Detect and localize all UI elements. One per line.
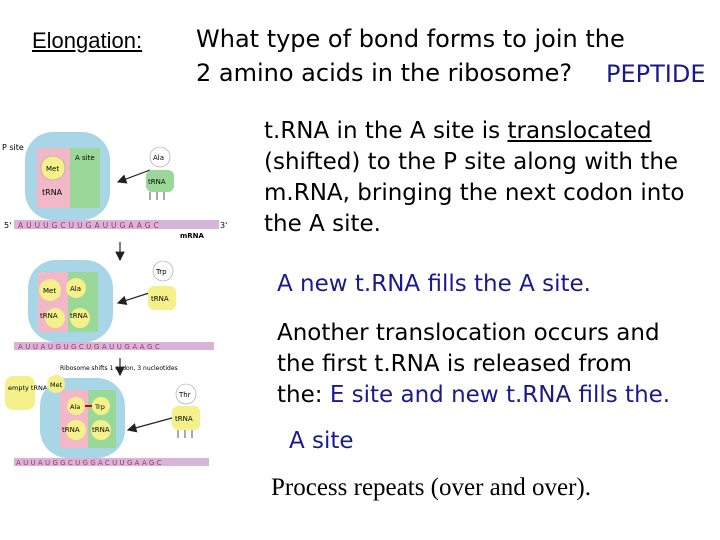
amino-acid-ala-2 xyxy=(66,278,86,298)
empty-trna-blob xyxy=(5,376,35,410)
trna-thr-free xyxy=(172,406,200,430)
arrow-3 xyxy=(126,417,173,433)
mrna-sequence-2: AUUAUGUGCUGAUUGAAGC xyxy=(18,343,162,351)
trna-label-3a: tRNA xyxy=(62,426,80,434)
amino-acid-met-3 xyxy=(47,375,65,393)
a-site-region-1 xyxy=(70,148,100,208)
slide-heading: Elongation: xyxy=(32,28,143,53)
another-line-1: Another translocation occurs and xyxy=(277,320,660,346)
translocation-paragraph: t.RNA in the A site is translocated (shi… xyxy=(264,116,684,240)
thr-label: Thr xyxy=(178,391,191,399)
another-translocation-paragraph: Another translocation occurs and the fir… xyxy=(277,318,670,411)
diagram-panel-3: empty tRNA Met Ala Trp tRNA tRNA Thr tRN… xyxy=(5,375,209,467)
trna-trp-free xyxy=(148,286,176,310)
thr-trna-label: tRNA xyxy=(175,415,193,423)
mrna-label: mRNA xyxy=(180,232,205,240)
trp-trna-label: tRNA xyxy=(151,295,169,303)
trna-label-2a: tRNA xyxy=(40,312,58,320)
trna-blob-3b xyxy=(91,420,111,440)
trna-label-2b: tRNA xyxy=(70,312,88,320)
met-label-3: Met xyxy=(50,381,63,389)
mrna-sequence-1: AUUUGCUUGAUUGAAGC xyxy=(18,221,162,230)
another-line-2: the first t.RNA is released from xyxy=(277,351,632,377)
anticodon-ticks-1 xyxy=(149,192,165,200)
question-line-1: What type of bond forms to join the xyxy=(196,25,625,53)
mrna-strand-1 xyxy=(14,220,219,229)
arrow-1 xyxy=(116,169,151,184)
trna-blob-1 xyxy=(45,308,65,328)
amino-acid-met-2 xyxy=(39,279,61,301)
amino-acid-met-1 xyxy=(40,155,66,181)
amino-acid-trp-free xyxy=(152,260,174,282)
five-prime-label: 5' xyxy=(4,221,11,230)
another-line-3: the: E site and new t.RNA fills the. xyxy=(277,382,671,408)
trna-label-3b: tRNA xyxy=(92,426,110,434)
trna-blob-3a xyxy=(66,420,86,440)
a-site-answer: A site xyxy=(289,428,354,454)
amino-acid-ala-free xyxy=(149,146,171,168)
mrna-strand-2 xyxy=(14,342,214,350)
diagram-panel-1: P site A site Met tRNA Ala tRNA 5' AUUUG… xyxy=(2,132,227,240)
translocation-line-3: m.RNA, bringing the next codon into xyxy=(264,180,685,206)
translocation-line-2: (shifted) to the P site along with the xyxy=(264,149,679,175)
trna-ala-free xyxy=(146,170,174,192)
ala-label-1: Ala xyxy=(153,154,164,162)
mrna-sequence-3: AUUAUGGCUGGACUUGAAGC xyxy=(16,459,164,467)
translocation-line-1: t.RNA in the A site is translocated xyxy=(264,118,652,144)
trna-label-1: tRNA xyxy=(42,188,63,197)
ala-label-3: Ala xyxy=(70,403,80,411)
answer-peptide: PEPTIDE xyxy=(606,60,706,88)
new-trna-statement: A new t.RNA fills the A site. xyxy=(277,271,591,297)
amino-acid-trp-3 xyxy=(92,397,110,415)
p-site-label: P site xyxy=(2,143,24,152)
ala-label-2: Ala xyxy=(70,285,81,293)
diagram-panel-2: Met Ala tRNA tRNA Trp tRNA AUUAUGUGCUGAU… xyxy=(14,260,214,372)
mrna-strand-3 xyxy=(14,458,209,466)
trna-blob-2 xyxy=(70,308,90,328)
e-site-answer: E site and new t.RNA fills the. xyxy=(329,382,671,408)
translocation-line-4: the A site. xyxy=(264,211,381,237)
anticodon-ticks-3 xyxy=(177,430,193,438)
amino-acid-thr-free xyxy=(175,383,197,405)
trp-label-1: Trp xyxy=(155,268,167,276)
met-label-1: Met xyxy=(46,165,59,173)
trp-label-3: Trp xyxy=(94,403,105,411)
shift-note: Ribosome shifts 1 codon, 3 nucleotides xyxy=(60,365,178,372)
translocated-term: translocated xyxy=(507,118,652,144)
a-site-label: A site xyxy=(75,154,95,162)
ala-trna-label: tRNA xyxy=(148,178,166,186)
empty-trna-label: empty tRNA xyxy=(8,384,48,392)
arrow-2 xyxy=(116,291,153,305)
process-repeats: Process repeats (over and over). xyxy=(271,474,592,501)
translation-diagram: P site A site Met tRNA Ala tRNA 5' AUUUG… xyxy=(2,132,227,467)
met-label-2: Met xyxy=(43,287,56,295)
amino-acid-ala-3 xyxy=(67,397,85,415)
three-prime-label: 3' xyxy=(220,221,227,230)
question-line-2: 2 amino acids in the ribosome? xyxy=(196,59,573,87)
